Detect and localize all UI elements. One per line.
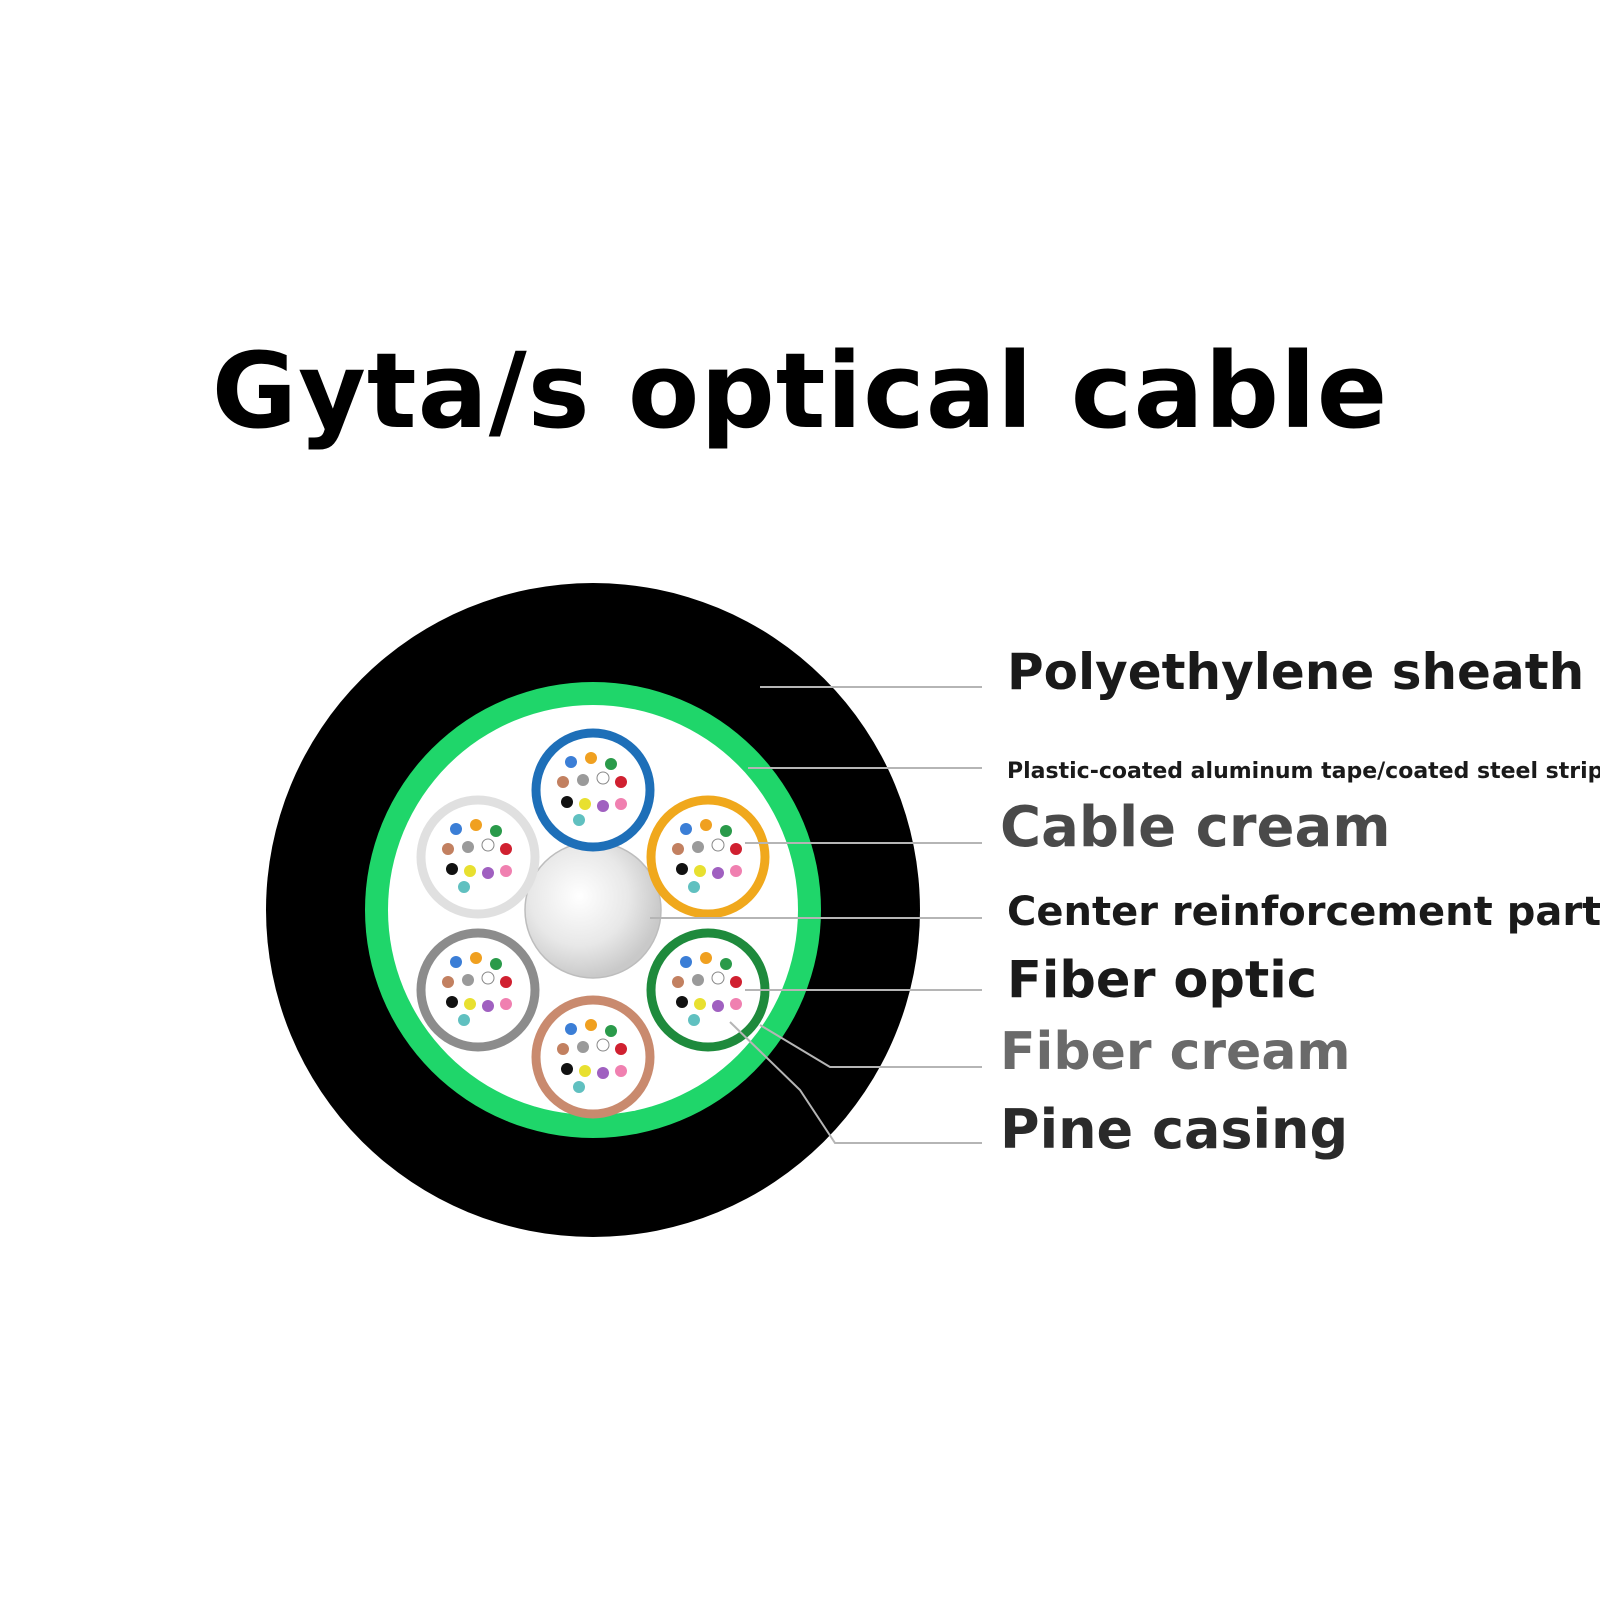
fiber-dot bbox=[596, 771, 610, 785]
page-title: Gyta/s optical cable bbox=[211, 330, 1389, 452]
fiber-dot bbox=[694, 865, 706, 877]
fiber-dot bbox=[676, 863, 688, 875]
fiber-dot bbox=[500, 976, 512, 988]
fiber-dot bbox=[464, 998, 476, 1010]
fiber-dot bbox=[557, 776, 569, 788]
fiber-dot bbox=[450, 823, 462, 835]
fiber-dot bbox=[481, 838, 495, 852]
fiber-dot bbox=[573, 1081, 585, 1093]
loose-tube-brown bbox=[531, 995, 655, 1119]
fiber-dot bbox=[730, 865, 742, 877]
fiber-dot bbox=[711, 971, 725, 985]
fiber-dot bbox=[557, 1043, 569, 1055]
center-strength-member bbox=[524, 841, 662, 979]
fiber-dot bbox=[694, 998, 706, 1010]
fiber-dot bbox=[672, 843, 684, 855]
fiber-dot bbox=[615, 1043, 627, 1055]
fiber-dot bbox=[730, 843, 742, 855]
fiber-dot bbox=[585, 1019, 597, 1031]
leader-line bbox=[759, 1024, 982, 1068]
fiber-dot bbox=[711, 838, 725, 852]
fiber-dot bbox=[615, 776, 627, 788]
tube-ring-gray bbox=[416, 928, 540, 1052]
fiber-dot bbox=[470, 819, 482, 831]
loose-tube-gray bbox=[416, 928, 540, 1052]
label-pine-casing: Pine casing bbox=[1000, 1098, 1349, 1161]
loose-tube-white bbox=[416, 795, 540, 919]
label-fiber-optic: Fiber optic bbox=[1007, 950, 1317, 1010]
label-aluminum-tape: Plastic-coated aluminum tape/coated stee… bbox=[1007, 759, 1600, 784]
tube-ring-blue bbox=[531, 728, 655, 852]
fiber-dot bbox=[565, 756, 577, 768]
tube-ring-orange bbox=[646, 795, 770, 919]
fiber-dot bbox=[712, 1000, 724, 1012]
fiber-dot bbox=[442, 843, 454, 855]
leader-line bbox=[729, 1021, 982, 1144]
label-fiber-cream: Fiber cream bbox=[1000, 1022, 1351, 1082]
fiber-dot bbox=[561, 1063, 573, 1075]
fiber-dot bbox=[577, 1041, 589, 1053]
fiber-dot bbox=[462, 841, 474, 853]
fiber-dot bbox=[482, 1000, 494, 1012]
fiber-dot bbox=[597, 800, 609, 812]
fiber-dot bbox=[700, 952, 712, 964]
tube-ring-brown bbox=[531, 995, 655, 1119]
fiber-dot bbox=[672, 976, 684, 988]
fiber-dot bbox=[458, 881, 470, 893]
label-polyethylene-sheath: Polyethylene sheath bbox=[1007, 643, 1585, 701]
fiber-dot bbox=[464, 865, 476, 877]
fiber-dot bbox=[500, 998, 512, 1010]
fiber-dot bbox=[579, 1065, 591, 1077]
fiber-dot bbox=[561, 796, 573, 808]
fiber-dot bbox=[490, 958, 502, 970]
fiber-dot bbox=[500, 843, 512, 855]
fiber-dot bbox=[446, 996, 458, 1008]
fiber-dot bbox=[712, 867, 724, 879]
fiber-dot bbox=[720, 958, 732, 970]
fiber-dot bbox=[680, 956, 692, 968]
fiber-dot bbox=[585, 752, 597, 764]
fiber-dot bbox=[605, 758, 617, 770]
fiber-dot bbox=[482, 867, 494, 879]
fiber-dot bbox=[615, 1065, 627, 1077]
fiber-dot bbox=[720, 825, 732, 837]
fiber-dot bbox=[730, 998, 742, 1010]
fiber-dot bbox=[446, 863, 458, 875]
fiber-dot bbox=[688, 881, 700, 893]
fiber-dot bbox=[458, 1014, 470, 1026]
fiber-dot bbox=[597, 1067, 609, 1079]
fiber-dot bbox=[565, 1023, 577, 1035]
fiber-dot bbox=[596, 1038, 610, 1052]
fiber-dot bbox=[573, 814, 585, 826]
fiber-dot bbox=[605, 1025, 617, 1037]
tube-ring-white bbox=[416, 795, 540, 919]
fiber-dot bbox=[500, 865, 512, 877]
fiber-dot bbox=[680, 823, 692, 835]
fiber-dot bbox=[577, 774, 589, 786]
fiber-dot bbox=[481, 971, 495, 985]
loose-tube-blue bbox=[531, 728, 655, 852]
fiber-dot bbox=[450, 956, 462, 968]
fiber-dot bbox=[442, 976, 454, 988]
fiber-dot bbox=[692, 841, 704, 853]
fiber-dot bbox=[730, 976, 742, 988]
fiber-dot bbox=[490, 825, 502, 837]
fiber-dot bbox=[688, 1014, 700, 1026]
fiber-dot bbox=[579, 798, 591, 810]
fiber-dot bbox=[676, 996, 688, 1008]
fiber-dot bbox=[470, 952, 482, 964]
fiber-dot bbox=[615, 798, 627, 810]
fiber-dot bbox=[692, 974, 704, 986]
label-cable-cream: Cable cream bbox=[1000, 795, 1391, 860]
fiber-dot bbox=[700, 819, 712, 831]
fiber-dot bbox=[462, 974, 474, 986]
loose-tube-orange bbox=[646, 795, 770, 919]
label-center-reinforcement: Center reinforcement parts bbox=[1007, 889, 1600, 935]
